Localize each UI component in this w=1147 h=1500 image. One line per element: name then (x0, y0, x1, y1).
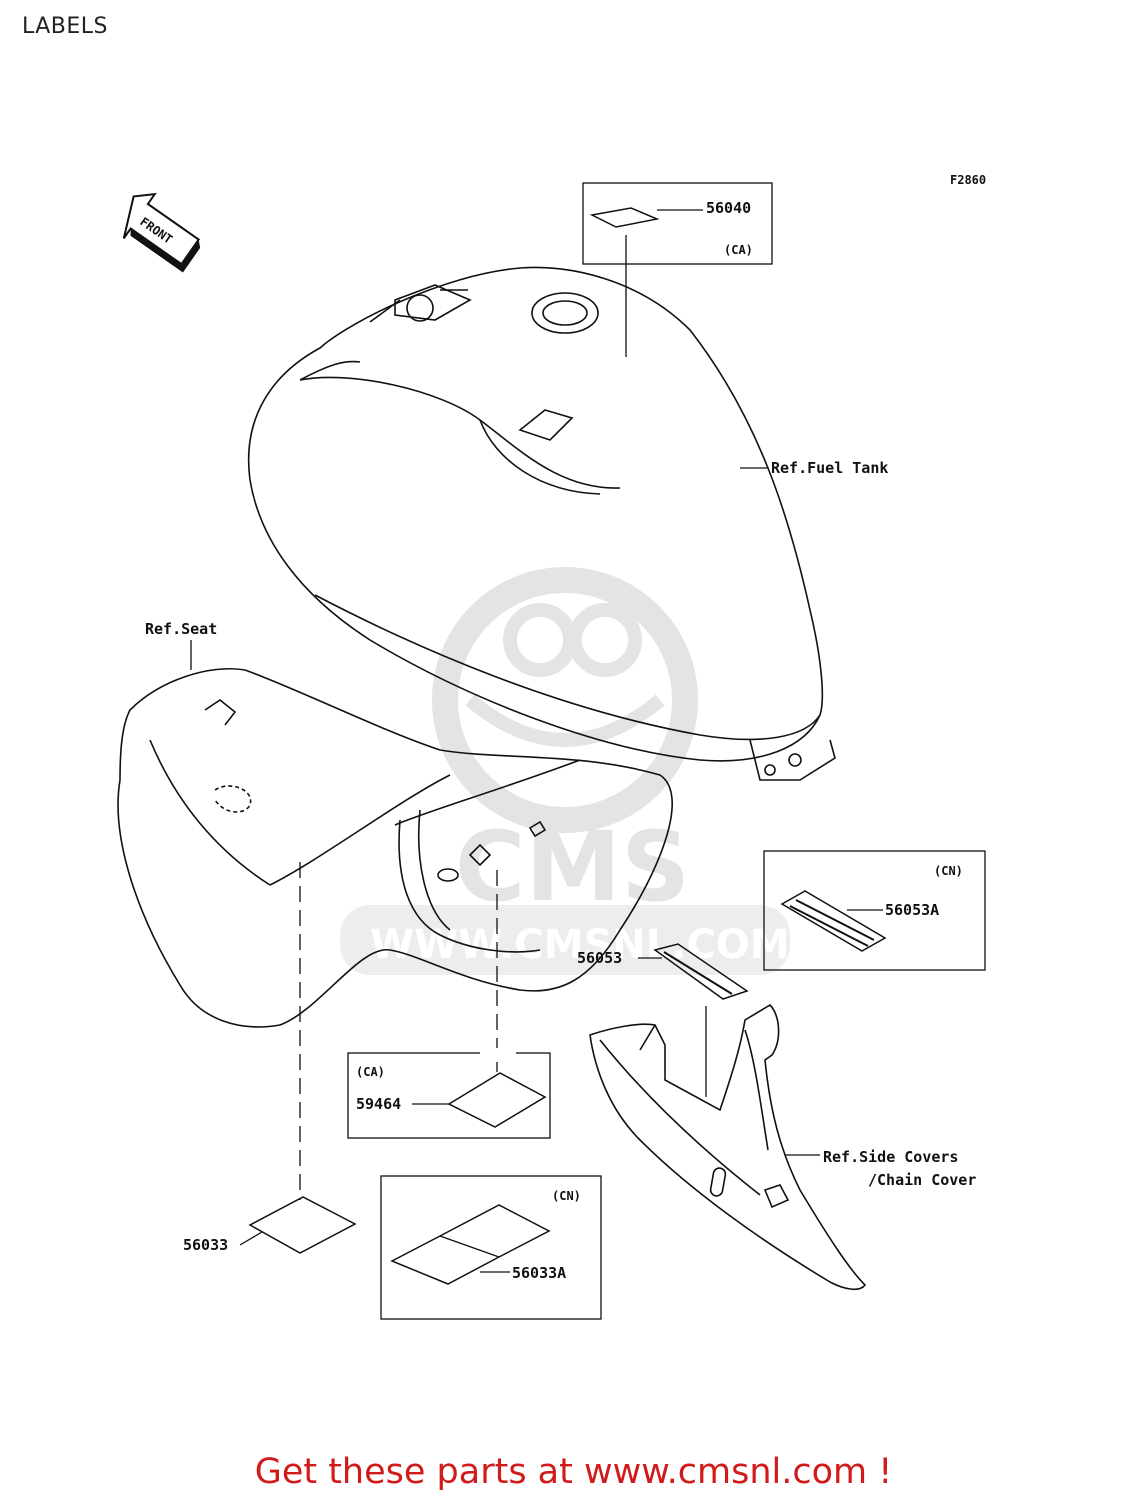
part-56053: 56053 (577, 949, 622, 967)
footer-cta[interactable]: Get these parts at www.cmsnl.com ! (254, 1452, 893, 1492)
part-59464: 59464 (356, 1095, 401, 1113)
label-56053: 56053 (577, 943, 749, 1000)
label-box-59464: (CA) 59464 (347, 1048, 551, 1139)
tag-ca-mid: (CA) (356, 1065, 385, 1079)
label-box-56053A: (CN) 56053A (763, 850, 986, 971)
label-box-56040: 56040 (CA) (582, 182, 773, 357)
label-56033: 56033 (183, 1196, 357, 1254)
leader-lines (299, 862, 707, 1200)
watermark-brand: CMS (455, 811, 690, 923)
seat-drawing (117, 640, 673, 1028)
front-arrow-icon: FRONT (122, 192, 201, 273)
part-56033: 56033 (183, 1236, 228, 1254)
ref-side-covers-2: /Chain Cover (868, 1171, 976, 1189)
part-56040: 56040 (706, 199, 751, 217)
figure-code: F2860 (950, 173, 986, 187)
ref-fuel-tank: Ref.Fuel Tank (771, 459, 888, 477)
tag-cn-bottom: (CN) (552, 1189, 581, 1203)
fuel-tank-drawing (247, 266, 836, 781)
side-cover-drawing (589, 1003, 867, 1291)
tag-ca-top: (CA) (724, 243, 753, 257)
tag-cn-right: (CN) (934, 864, 963, 878)
ref-side-covers-1: Ref.Side Covers (823, 1148, 958, 1166)
watermark-url: WWW.CMSNL.COM (370, 922, 790, 968)
part-56053A: 56053A (885, 901, 939, 919)
page-title: LABELS (22, 14, 109, 39)
label-box-56033A: (CN) 56033A (380, 1175, 602, 1320)
part-56033A: 56033A (512, 1264, 566, 1282)
watermark: CMS WWW.CMSNL.COM (340, 567, 790, 975)
ref-seat: Ref.Seat (145, 620, 217, 638)
